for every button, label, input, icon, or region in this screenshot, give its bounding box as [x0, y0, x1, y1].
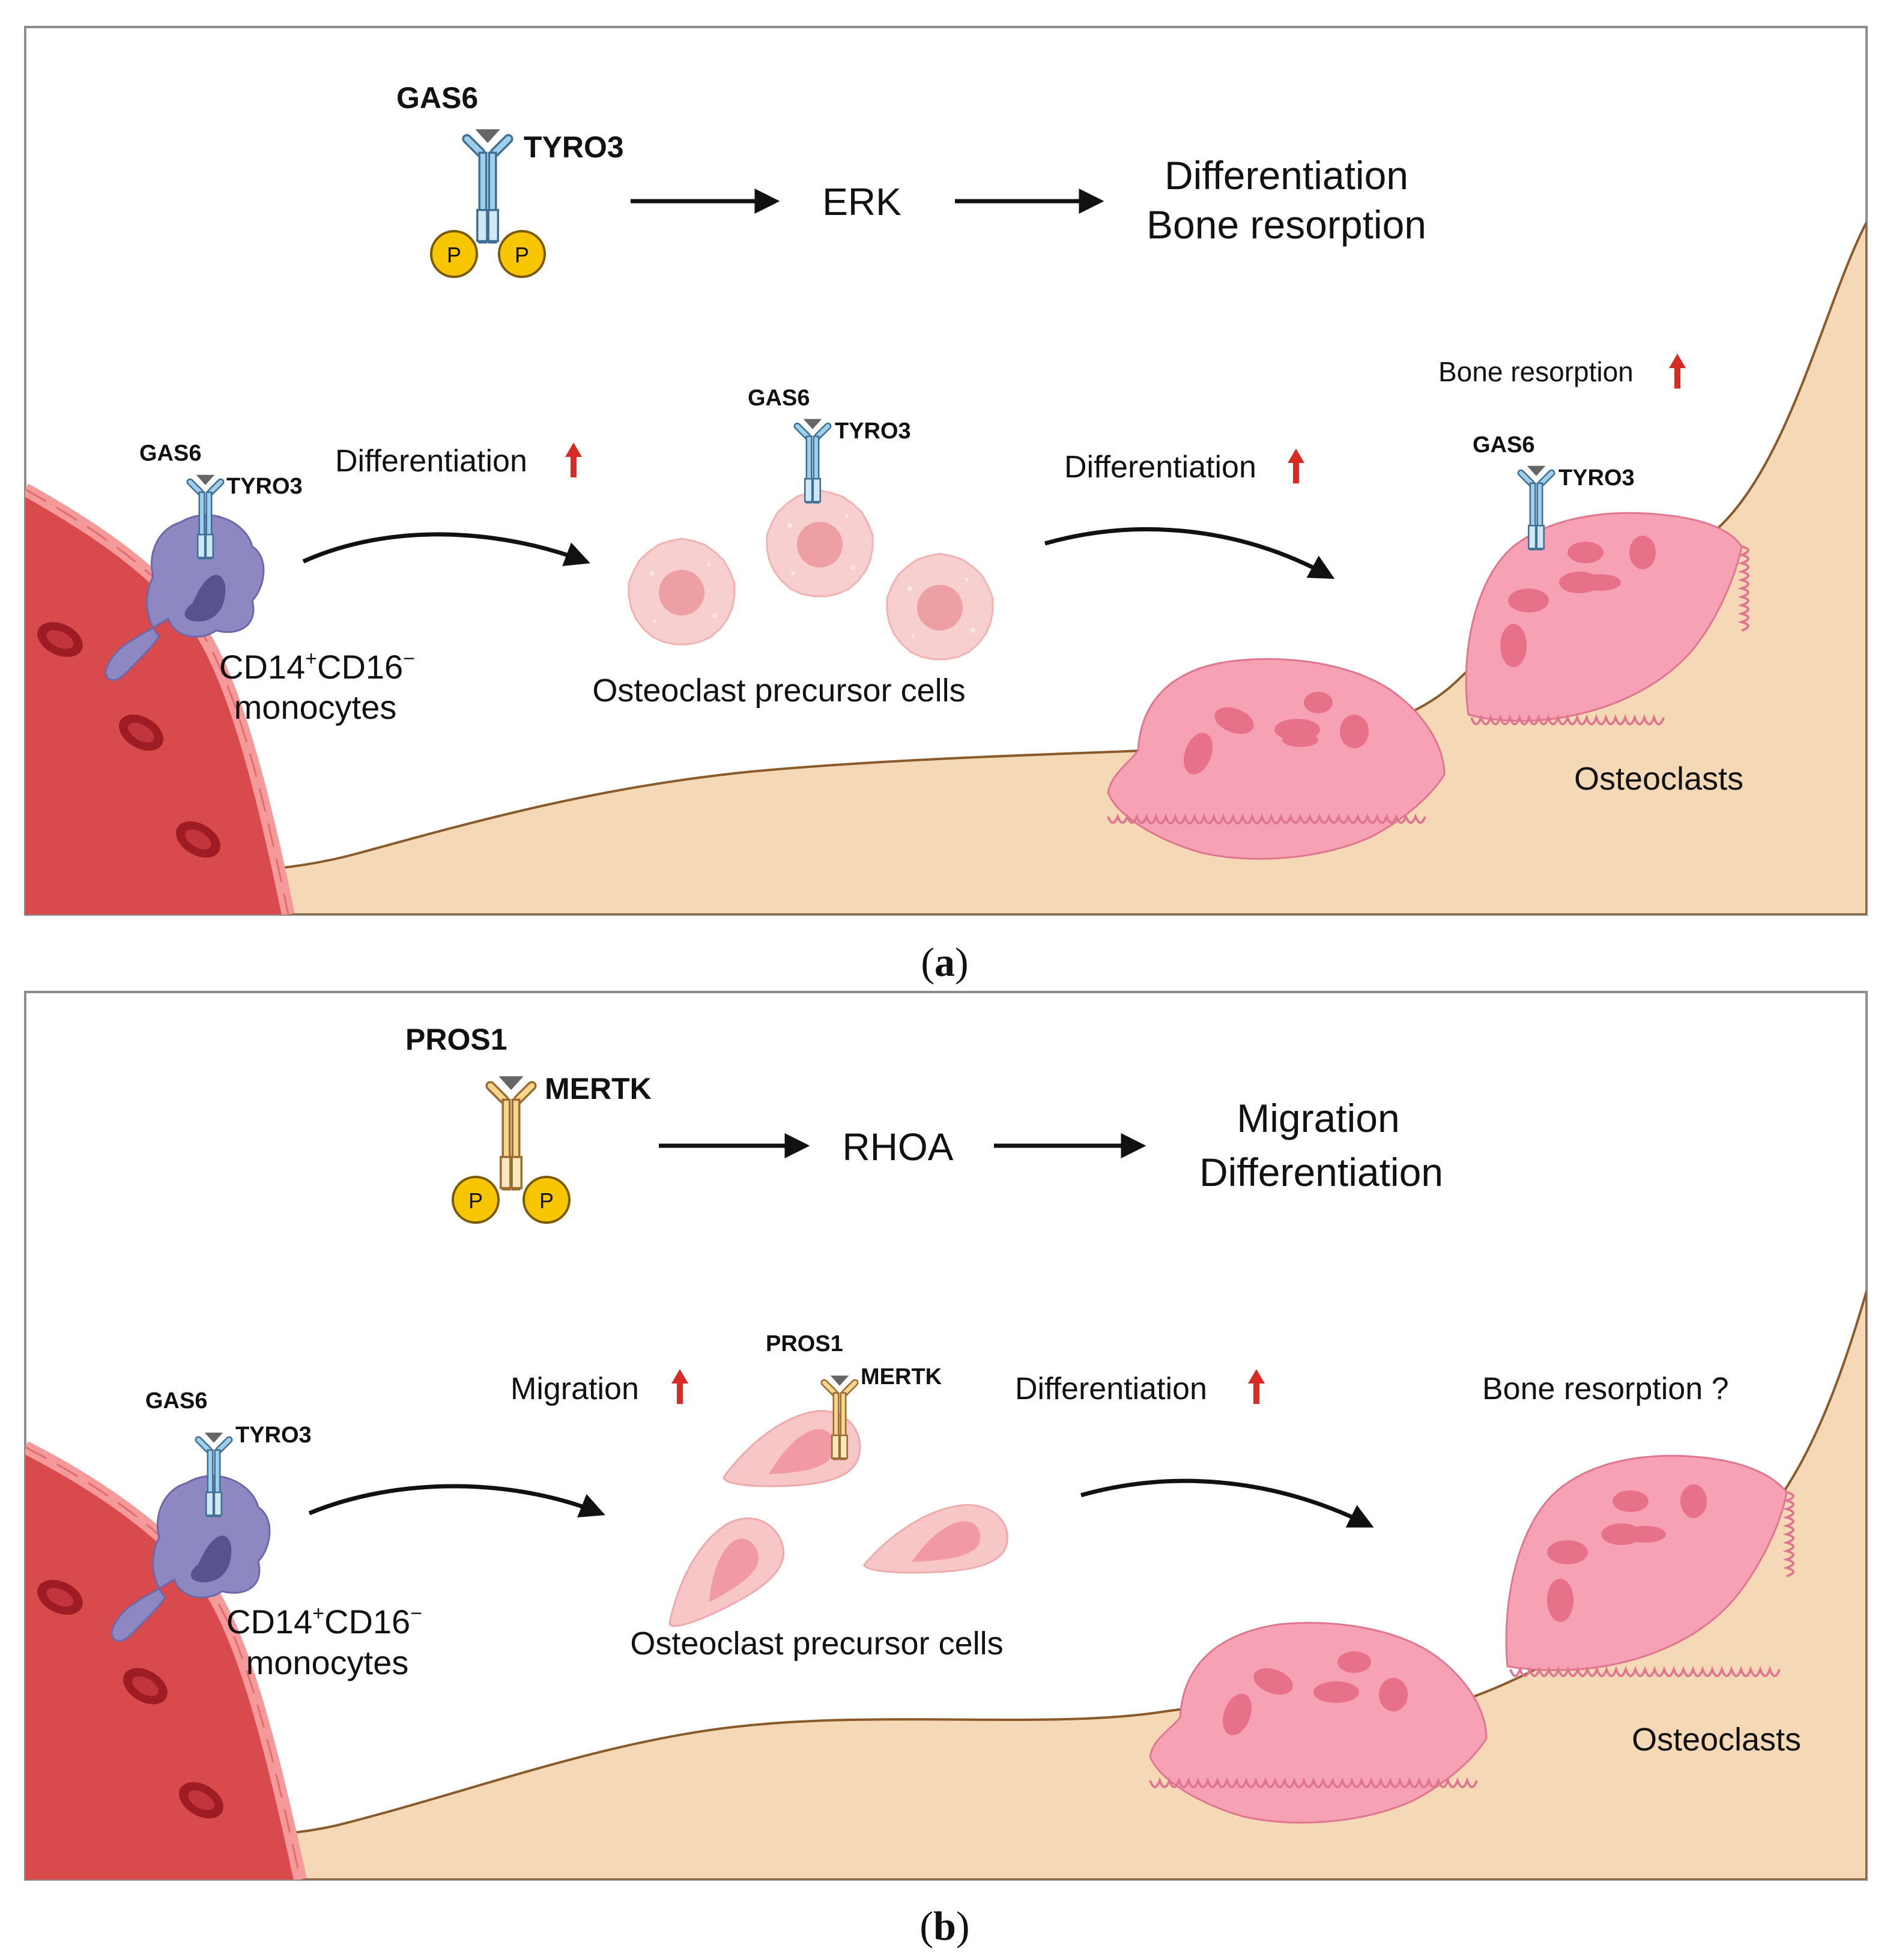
- phospho-icon: P: [498, 230, 546, 278]
- monocyte-label: CD14+CD16−: [226, 1602, 422, 1641]
- panel-a-caption: (a): [921, 939, 968, 985]
- precursor-cell: [628, 537, 736, 646]
- pathway-b: PROS1 MERTK P P RHOA Migration Different…: [405, 1023, 1443, 1224]
- precursor-label: Osteoclast precursor cells: [592, 673, 965, 709]
- precursor-cell: [766, 489, 874, 597]
- pathway-ligand: PROS1: [405, 1023, 507, 1056]
- curved-arrow: [1044, 527, 1335, 579]
- step1-label: Differentiation: [335, 444, 527, 479]
- pathway-a: GAS6 TYRO3 P P ERK Differentiation Bone …: [396, 81, 1426, 278]
- osteoclast-receptor-label: TYRO3: [1558, 465, 1635, 491]
- panel-a: GAS6 TYRO3 P P ERK Differentiation Bone …: [24, 26, 1868, 916]
- curved-arrow: [302, 532, 590, 566]
- monocyte-ligand-label: GAS6: [139, 441, 201, 466]
- phospho-icon: P: [430, 230, 478, 278]
- osteoclast-ligand-label: GAS6: [1473, 432, 1534, 458]
- svg-text:P: P: [515, 243, 529, 267]
- monocyte-cell: [104, 514, 265, 681]
- precursor-ligand-label: GAS6: [748, 386, 810, 411]
- monocyte-receptor-label: TYRO3: [235, 1423, 312, 1448]
- pathway-mediator: RHOA: [843, 1125, 954, 1169]
- monocyte-cell: [111, 1475, 271, 1642]
- panel-b: PROS1 MERTK P P RHOA Migration Different…: [24, 991, 1868, 1881]
- osteoclast-cell: [1149, 1622, 1488, 1824]
- svg-text:P: P: [468, 1188, 483, 1213]
- resorption-label: Bone resorption ?: [1482, 1372, 1729, 1406]
- osteoclast-cell: [1505, 1454, 1795, 1677]
- osteoclast-label: Osteoclasts: [1632, 1722, 1801, 1758]
- phospho-icon: P: [522, 1176, 571, 1224]
- monocyte-label-line2: monocytes: [246, 1644, 409, 1681]
- pathway-outcome-line2: Differentiation: [1199, 1150, 1443, 1194]
- osteoclast-cell: [1465, 512, 1749, 725]
- precursor-label: Osteoclast precursor cells: [630, 1626, 1003, 1662]
- precursor-receptor-label: TYRO3: [835, 419, 911, 444]
- precursor-cell: [886, 552, 994, 661]
- precursor-receptor-label: MERTK: [861, 1364, 942, 1390]
- pathway-mediator: ERK: [822, 180, 901, 223]
- svg-text:P: P: [539, 1188, 554, 1213]
- monocyte-label: CD14+CD16−: [219, 647, 415, 686]
- pathway-outcome-line1: Differentiation: [1165, 153, 1408, 198]
- pathway-ligand: GAS6: [396, 81, 478, 115]
- osteoclast-cell: [1107, 658, 1446, 860]
- curved-arrow: [308, 1484, 605, 1518]
- pathway-outcome-line2: Bone resorption: [1146, 202, 1426, 247]
- step2-label: Differentiation: [1015, 1372, 1207, 1406]
- step1-label: Migration: [510, 1372, 639, 1406]
- pathway-outcome-line1: Migration: [1237, 1096, 1399, 1140]
- curved-arrow: [1080, 1478, 1374, 1528]
- pathway-receptor: MERTK: [545, 1072, 652, 1106]
- svg-text:P: P: [447, 243, 461, 267]
- panel-b-caption: (b): [919, 1903, 969, 1949]
- osteoclast-label: Osteoclasts: [1574, 761, 1743, 797]
- monocyte-label-line2: monocytes: [234, 688, 397, 726]
- precursor-ligand-label: PROS1: [766, 1331, 843, 1357]
- resorption-label: Bone resorption: [1438, 356, 1634, 387]
- monocyte-ligand-label: GAS6: [145, 1388, 207, 1414]
- phospho-icon: P: [452, 1176, 500, 1224]
- step2-label: Differentiation: [1064, 450, 1256, 485]
- monocyte-receptor-label: TYRO3: [226, 474, 303, 499]
- pathway-receptor: TYRO3: [524, 130, 624, 164]
